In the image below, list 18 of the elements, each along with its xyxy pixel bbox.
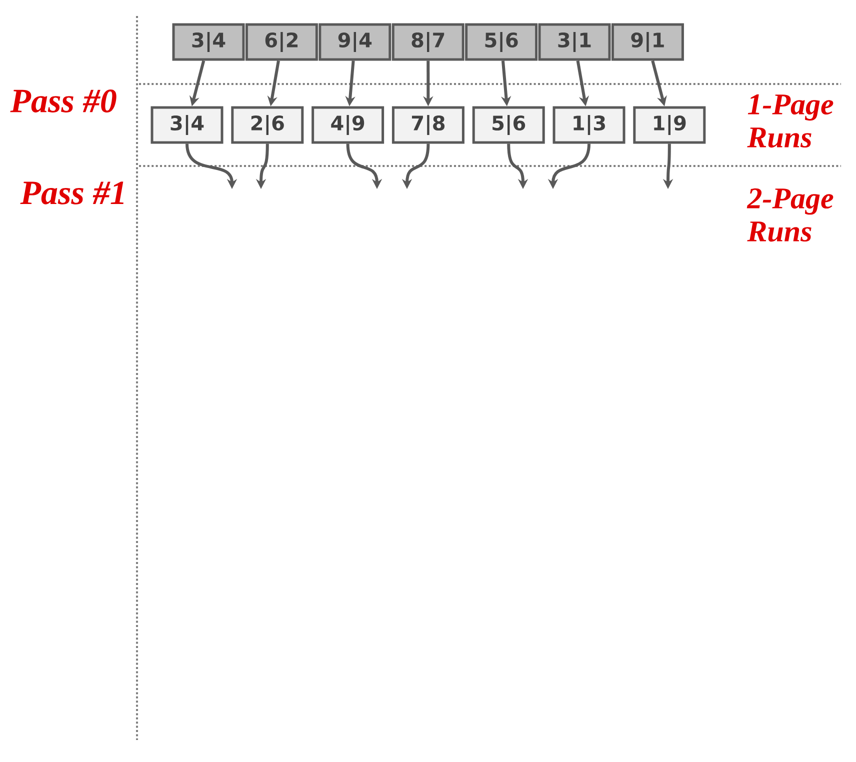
- run-box: 2|6: [231, 106, 304, 144]
- run-box: 3|4: [150, 106, 224, 144]
- page-box: 5|6: [465, 23, 538, 61]
- run-box: 1|3: [552, 106, 626, 144]
- page-box: 8|7: [392, 23, 464, 61]
- pass-label: Pass #1: [20, 182, 124, 204]
- run-box: 5|6: [472, 106, 545, 144]
- page-box: 6|2: [245, 23, 318, 61]
- run-size-label: 2-Page Runs: [746, 188, 834, 242]
- page-box: 3|4: [172, 23, 245, 61]
- run-box: 1|9: [633, 106, 706, 144]
- run-size-label: 1-Page Runs: [747, 94, 834, 148]
- page-box: 9|1: [611, 23, 684, 61]
- pass-label: Pass #0: [10, 90, 116, 112]
- run-box: 4|9: [312, 106, 384, 144]
- run-box: 7|8: [392, 106, 464, 144]
- page-box: 9|4: [318, 23, 392, 61]
- page-box: 3|1: [538, 23, 611, 61]
